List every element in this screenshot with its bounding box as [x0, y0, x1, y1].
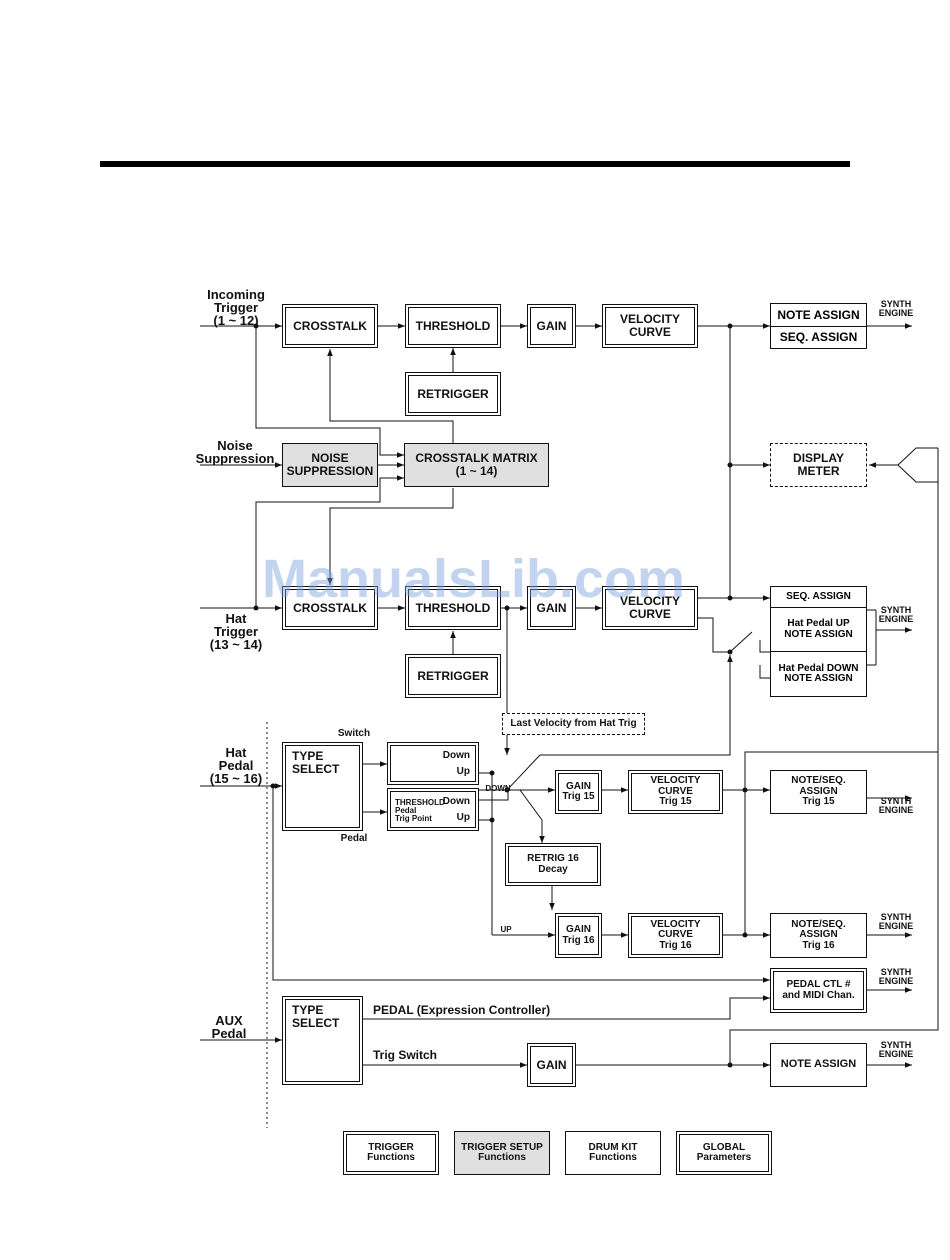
note-seq-assign-block-1: NOTE ASSIGN SEQ. ASSIGN: [770, 303, 867, 349]
switch-up-label: Up: [456, 765, 470, 777]
threshold-block-1: THRESHOLD: [405, 304, 501, 348]
note-assign-cell: NOTE ASSIGN: [771, 304, 866, 327]
seq-assign-cell: SEQ. ASSIGN: [779, 330, 858, 345]
switch-down-label: Down: [442, 750, 470, 761]
header-rule: [100, 161, 850, 167]
threshold-block-2: THRESHOLD: [405, 586, 501, 630]
retrigger-block-2: RETRIGGER: [405, 654, 501, 698]
crosstalk-matrix-block: CROSSTALK MATRIX(1 ~ 14): [404, 443, 549, 487]
pedal-expression-label: PEDAL (Expression Controller): [373, 1003, 551, 1017]
pedal-ctl-midi-block: PEDAL CTL #and MIDI Chan.: [770, 968, 867, 1013]
crosstalk-block-1: CROSSTALK: [282, 304, 378, 348]
switch-label: Switch: [337, 728, 371, 739]
last-velocity-note: Last Velocity from Hat Trig: [502, 713, 645, 735]
gain-block-1: GAIN: [527, 304, 576, 348]
gain-block-2: GAIN: [527, 586, 576, 630]
watermark: ManualsLib.com: [262, 549, 686, 609]
switch-down-up-block: Down Up: [387, 742, 479, 785]
retrigger-block-1: RETRIGGER: [405, 372, 501, 416]
seq-assign-hat-cell: SEQ. ASSIGN: [771, 587, 866, 608]
threshold-up-label: Up: [456, 811, 470, 823]
note-assign-aux-block: NOTE ASSIGN: [770, 1043, 867, 1087]
gain-aux-block: GAIN: [527, 1043, 576, 1087]
threshold-down-label: Down: [442, 796, 470, 807]
pedal-label: Pedal: [340, 833, 368, 844]
down-path-label: DOWN: [485, 784, 511, 793]
crosstalk-block-2: CROSSTALK: [282, 586, 378, 630]
up-path-label: UP: [500, 925, 512, 934]
trig-switch-label: Trig Switch: [373, 1048, 438, 1062]
